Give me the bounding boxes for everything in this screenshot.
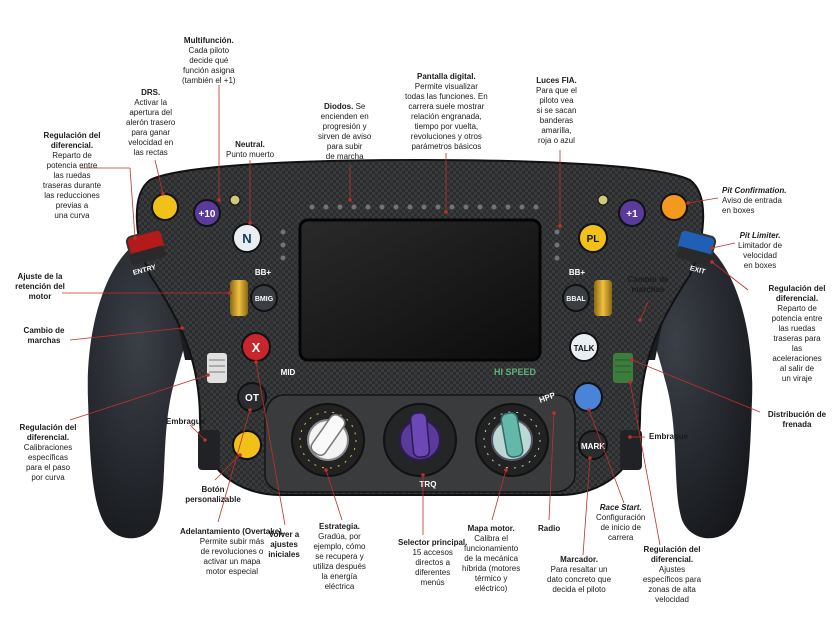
- shift-led-row: [309, 204, 539, 210]
- strategy-rotary[interactable]: [291, 403, 365, 477]
- right-green-rotary[interactable]: [611, 351, 635, 385]
- fia-small-button[interactable]: [597, 194, 609, 206]
- label-multifuncion: Multifunción. Cada piloto decide qué fun…: [182, 36, 236, 85]
- neutral-button-label: N: [242, 231, 251, 246]
- exit-rotary[interactable]: EXIT: [675, 228, 717, 276]
- plus1-button[interactable]: [618, 199, 646, 227]
- label-reg-dif-1: Regulación del diferencial. Reparto de p…: [42, 131, 102, 220]
- bbal-rotary[interactable]: [594, 280, 612, 316]
- label-radio: Radio: [538, 524, 561, 533]
- bmig-button[interactable]: [250, 284, 278, 312]
- label-mapa-motor: Mapa motor. Calibra el funcionamiento de…: [462, 524, 521, 593]
- talk-button[interactable]: [569, 332, 599, 362]
- bmig-label: BMIG: [255, 296, 274, 303]
- label-ajuste-retencion: Ajuste de la retención del motor: [15, 272, 65, 301]
- clutch-right[interactable]: [620, 430, 642, 470]
- label-cambio-der: Cambio de marchas: [627, 275, 669, 294]
- label-marcador: Marcador. Para resaltar un dato concreto…: [547, 555, 612, 594]
- bbal-button[interactable]: [562, 284, 590, 312]
- label-reg-dif-der: Regulación del diferencial. Reparto de p…: [768, 284, 826, 383]
- label-diodos: Diodos. Se encienden en progresión y sir…: [318, 102, 372, 161]
- label-selector: Selector principal. 15 accesos directos …: [398, 538, 468, 587]
- label-reg-dif-zonas: Regulación del diferencial. Ajustes espe…: [642, 545, 702, 604]
- label-reg-dif-izq: Regulación del diferencial. Calibracione…: [19, 423, 77, 482]
- bb-left-label: BB+: [255, 268, 272, 277]
- exit-label: EXIT: [689, 265, 707, 276]
- label-boton-pers: Botón personalizable: [185, 485, 241, 504]
- drs-button[interactable]: [151, 193, 179, 221]
- label-race-start: Race Start. Configuración de inicio de c…: [596, 503, 646, 542]
- pl-button-label: PL: [587, 234, 600, 245]
- talk-button-label: TALK: [574, 344, 595, 353]
- race-start-button[interactable]: [573, 382, 603, 412]
- plus1-button-label: +1: [626, 209, 638, 220]
- label-volver: Volver a ajustes iniciales: [268, 530, 300, 559]
- multifunction-small-button[interactable]: [229, 194, 241, 206]
- pl-button[interactable]: [578, 223, 608, 253]
- pit-confirm-button[interactable]: [660, 193, 688, 221]
- label-embrague-izq: Embrague: [166, 417, 206, 426]
- x-button-label: X: [252, 340, 261, 355]
- callout-lines: [62, 85, 761, 556]
- bbal-label: BBAL: [566, 296, 586, 303]
- label-distribucion: Distribución de frenada: [767, 410, 827, 429]
- mark-button[interactable]: [578, 430, 608, 460]
- label-neutral: Neutral. Punto muerto: [226, 140, 275, 159]
- label-adelantamiento: Adelantamiento (Overtake). Permite subir…: [180, 527, 285, 576]
- trq-label: TRQ: [420, 480, 437, 489]
- fia-lights: [280, 229, 560, 261]
- left-white-rotary[interactable]: [205, 351, 229, 385]
- label-drs: DRS. Activar la apertura del alerón tras…: [126, 88, 176, 157]
- label-luces-fia: Luces FIA. Para que el piloto vea si se …: [536, 76, 577, 145]
- mark-button-label: MARK: [581, 442, 605, 451]
- custom-button[interactable]: [232, 430, 262, 460]
- label-cambio-izq: Cambio de marchas: [23, 326, 65, 345]
- neutral-button[interactable]: [232, 223, 262, 253]
- digital-display: [298, 218, 542, 362]
- label-estrategia: Estrategia. Gradúa, por ejemplo, cómo se…: [313, 522, 366, 591]
- bb-right-label: BB+: [569, 268, 586, 277]
- label-embrague-der: Embrague: [649, 432, 689, 441]
- main-selector-rotary[interactable]: TRQ: [383, 403, 457, 489]
- plus10-button[interactable]: [193, 199, 221, 227]
- overtake-button[interactable]: [237, 382, 267, 412]
- ot-button-label: OT: [245, 393, 259, 404]
- bmig-rotary[interactable]: [230, 280, 248, 316]
- label-pit-confirmation: Pit Confirmation. Aviso de entrada en bo…: [722, 186, 787, 215]
- hi-speed-label: HI SPEED: [494, 367, 537, 377]
- engine-map-rotary[interactable]: [475, 403, 549, 477]
- plus10-button-label: +10: [199, 209, 216, 220]
- label-pit-limiter: Pit Limiter. Limitador de velocidad en b…: [738, 231, 783, 270]
- mid-label: MID: [281, 368, 296, 377]
- label-pantalla: Pantalla digital. Permite visualizar tod…: [405, 72, 488, 151]
